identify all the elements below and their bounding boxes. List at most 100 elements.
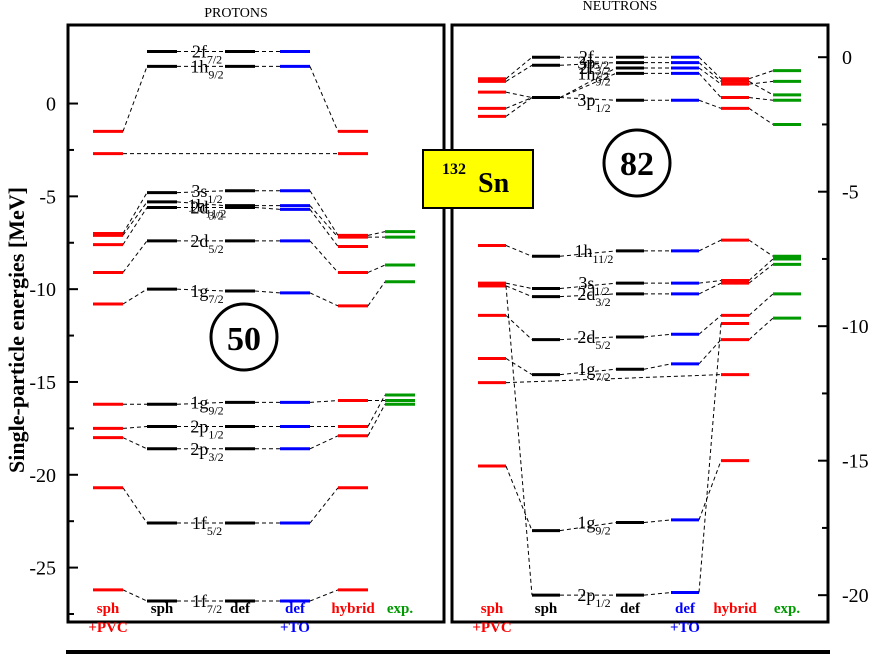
column-label: def (285, 601, 306, 617)
orbital-label: 2d3/2 (190, 197, 223, 222)
orbital-label: 2f5/2 (579, 47, 609, 72)
level-connector (505, 56, 533, 80)
level-connector (505, 285, 533, 596)
orbital-label: 2f7/2 (192, 42, 222, 67)
level-connector (559, 522, 617, 532)
neutron-labels: 2f5/23p3/22f7/21h9/23p1/21h11/23s1/22d3/… (575, 47, 614, 610)
neutron-lines (478, 55, 801, 597)
y-tick-label: 0 (46, 94, 56, 116)
orbital-label: 1f7/2 (192, 591, 222, 616)
level-connector (309, 190, 339, 236)
proton-magic-circle (209, 302, 279, 372)
orbital-label: 3p1/2 (577, 90, 610, 115)
level-connector (698, 460, 722, 521)
proton-magic-number: 50 (227, 321, 261, 358)
level-connector (505, 285, 533, 298)
orbital-label: 3s1/2 (191, 181, 222, 206)
y-axis-label: Single-particle energies [MeV] (4, 187, 29, 473)
proton-labels: 2f7/21h9/23s1/21h11/22d3/22d5/21g7/21g9/… (188, 42, 227, 616)
nucleus-badge-box (422, 149, 534, 209)
level-connector (122, 288, 148, 305)
orbital-label: 1g7/2 (577, 359, 610, 384)
level-connector (176, 401, 226, 405)
level-connector (559, 62, 617, 66)
level-connector (698, 62, 722, 82)
level-connector (698, 56, 722, 80)
y-tick-label: -15 (842, 451, 869, 473)
column-label: sph (151, 601, 174, 617)
level-connector (748, 70, 774, 80)
orbital-label: 2p1/2 (190, 417, 223, 442)
level-connector (559, 67, 617, 98)
level-connector (309, 487, 339, 524)
level-connector (122, 192, 148, 234)
orbital-label: 1g9/2 (190, 392, 223, 417)
column-label: +TO (670, 620, 700, 636)
column-label: hybrid (713, 601, 757, 617)
nucleus-badge: 132 Sn (422, 149, 534, 209)
y-tick-label: -15 (29, 372, 56, 394)
level-connector (176, 288, 226, 292)
level-connector (559, 250, 617, 257)
proton-panel-title: PROTONS (204, 6, 268, 21)
level-connector (122, 589, 148, 602)
y-tick-label: 0 (842, 47, 852, 69)
orbital-label: 3p3/2 (577, 53, 610, 78)
level-connector (748, 239, 774, 257)
y-tick-label: -10 (29, 279, 56, 301)
level-connector (122, 437, 148, 450)
column-label: exp. (774, 601, 801, 617)
level-connector (698, 67, 722, 85)
level-connector (748, 258, 774, 281)
level-connector (698, 239, 722, 252)
column-label: +PVC (88, 620, 127, 636)
nucleus-mass-number: 132 (442, 161, 466, 178)
level-connector (122, 487, 148, 524)
level-connector (748, 80, 774, 96)
level-connector (367, 394, 386, 427)
orbital-label: 2f7/2 (579, 58, 609, 83)
level-connector (309, 205, 339, 238)
y-tick-label: -20 (29, 465, 56, 487)
proton-ticks: 0-5-10-15-20-25 (29, 94, 78, 615)
y-tick-label: -20 (842, 585, 869, 607)
level-connector (559, 97, 617, 101)
column-label: +TO (280, 620, 310, 636)
neutron-ticks: 0-5-10-15-20 (818, 47, 869, 607)
level-connector (643, 363, 672, 370)
y-tick-label: -5 (39, 186, 56, 208)
level-connector (559, 336, 617, 341)
proton-lines (93, 50, 415, 603)
neutron-magic-circle (602, 128, 672, 198)
proton-panel: PROTONS 0-5-10-15-20-25 2f7/21h9/23s1/21… (29, 6, 446, 624)
level-connector (748, 317, 774, 341)
orbital-label: 1f5/2 (192, 513, 222, 538)
level-connector (698, 323, 722, 593)
level-connector (367, 404, 386, 437)
level-connector (559, 282, 617, 290)
level-connector (643, 591, 672, 596)
column-label: +PVC (472, 620, 511, 636)
column-label: sph (535, 601, 558, 617)
level-connector (559, 72, 617, 99)
neutron-frame (450, 23, 830, 624)
level-connector (748, 293, 774, 316)
level-connector (505, 97, 533, 117)
column-label: def (620, 601, 641, 617)
level-connector (698, 99, 722, 109)
level-connector (505, 465, 533, 531)
level-connector (559, 368, 617, 376)
column-label: def (230, 601, 251, 617)
orbital-label: 1h11/2 (188, 196, 227, 221)
level-connector (122, 201, 148, 236)
orbital-label: 1g7/2 (190, 281, 223, 306)
level-connector (698, 315, 722, 335)
level-connector (122, 426, 148, 429)
orbital-label: 2d3/2 (577, 284, 610, 309)
level-connector (698, 339, 722, 365)
level-connector (309, 589, 339, 602)
column-label: def (675, 601, 696, 617)
orbital-label: 2d5/2 (577, 327, 610, 352)
level-connector (698, 282, 722, 295)
y-tick-label: -10 (842, 316, 869, 338)
